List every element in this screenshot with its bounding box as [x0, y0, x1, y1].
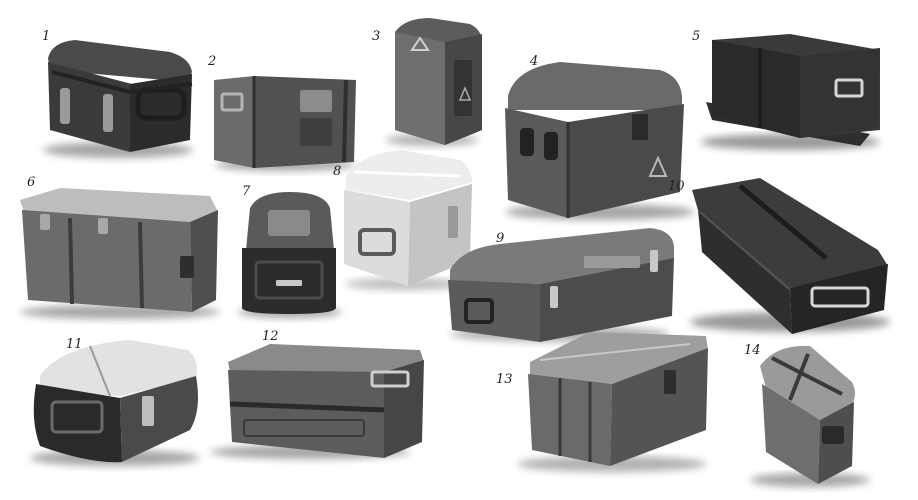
- crate-3-drawing: [386, 18, 482, 146]
- crate-6-drawing: [20, 188, 220, 319]
- crate-7-drawing: [238, 192, 342, 318]
- crate-14-drawing: [750, 345, 870, 487]
- crate-12-drawing: [210, 344, 424, 459]
- crate-9-drawing: [448, 228, 674, 342]
- crate-2-number: 2: [208, 54, 217, 69]
- crate-10-drawing: [690, 178, 890, 334]
- crate-8-drawing: [344, 150, 472, 290]
- crate-10-number: 10: [668, 179, 685, 194]
- crate-2-drawing: [214, 76, 356, 171]
- crate-9-number: 9: [496, 231, 505, 246]
- crate-14-number: 14: [744, 343, 761, 358]
- crate-7-number: 7: [242, 184, 251, 199]
- crate-5-number: 5: [692, 29, 701, 44]
- crate-1-number: 1: [42, 29, 51, 44]
- crate-13-number: 13: [496, 372, 513, 387]
- crate-1-drawing: [43, 40, 193, 158]
- crate-6-number: 6: [27, 175, 36, 190]
- crate-4-drawing: [505, 62, 695, 220]
- crate-3-number: 3: [372, 29, 381, 44]
- crate-12-number: 12: [262, 329, 279, 344]
- crate-11-drawing: [30, 340, 200, 466]
- crate-11-number: 11: [66, 337, 83, 352]
- crate-5-drawing: [700, 34, 880, 150]
- crate-13-drawing: [517, 332, 708, 472]
- crate-4-number: 4: [530, 54, 539, 69]
- crate-8-number: 8: [333, 164, 342, 179]
